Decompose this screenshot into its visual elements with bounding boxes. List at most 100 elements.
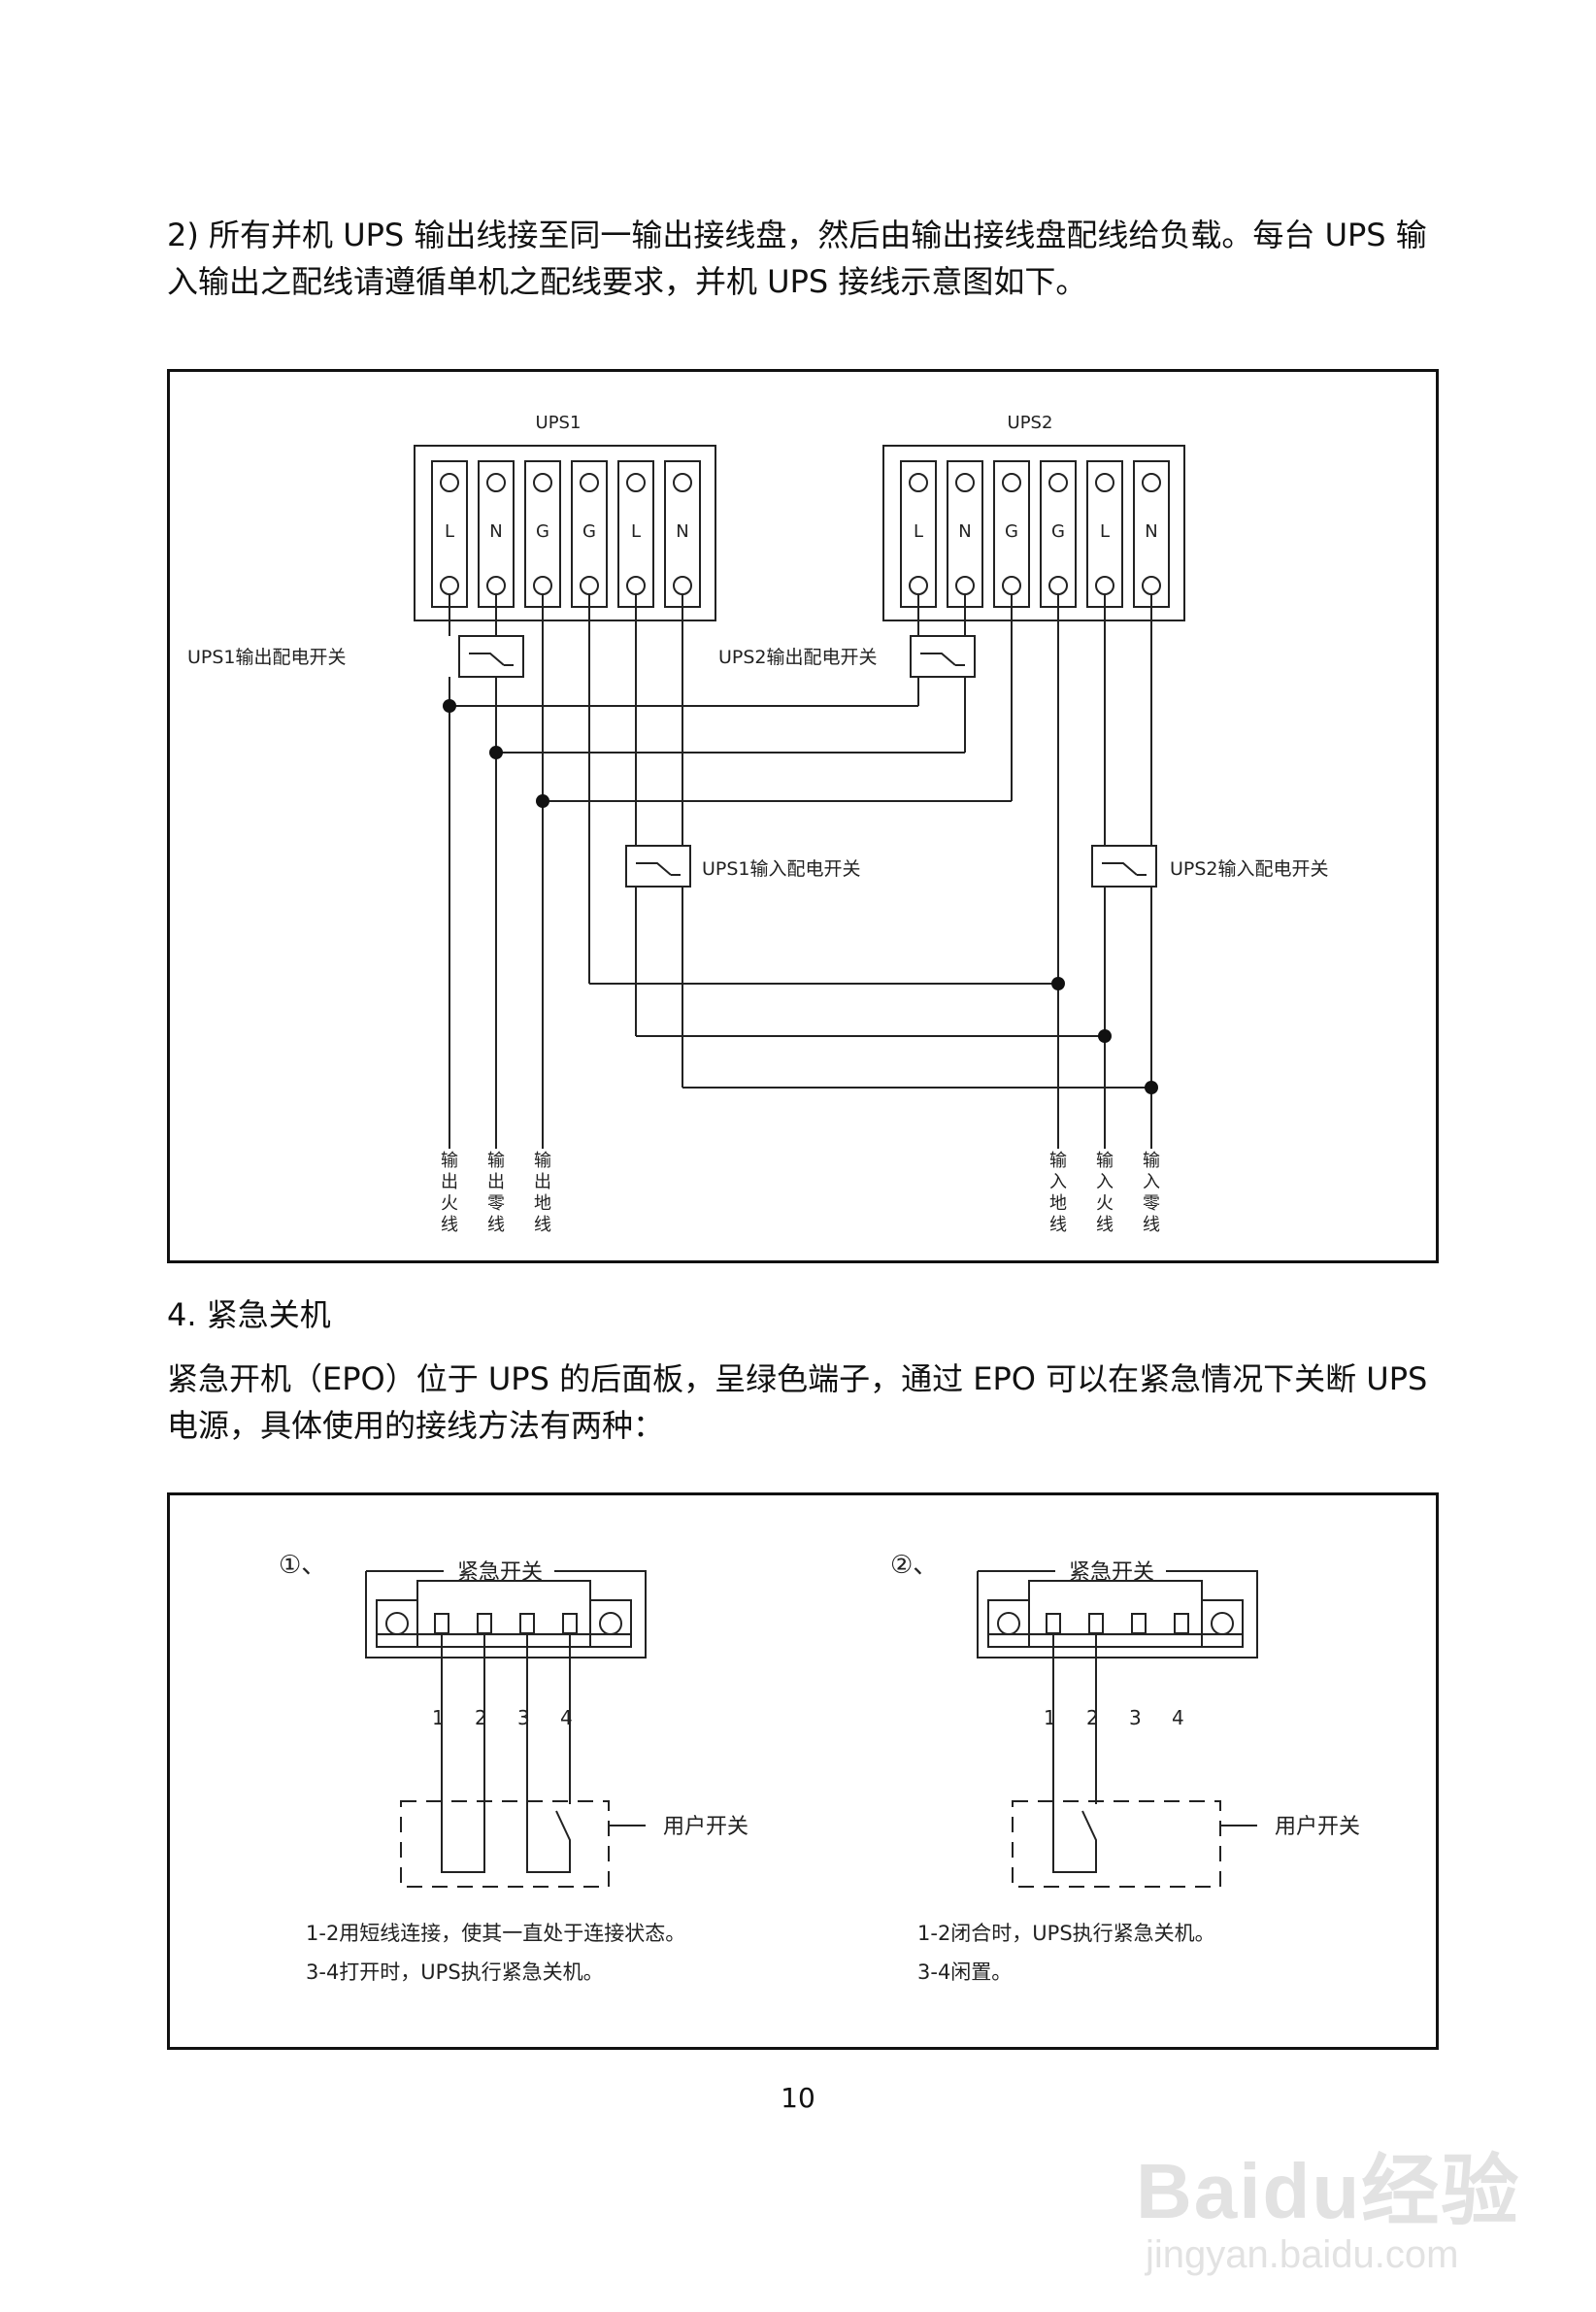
switch-frame (365, 1570, 647, 1659)
ups1-terminal-label: G (582, 521, 596, 542)
junction-dot (1098, 1029, 1112, 1043)
note-line2: 3-4打开时，UPS执行紧急关机。 (306, 1960, 604, 1984)
watermark-url: jingyan.baidu.com (1146, 2233, 1459, 2276)
connector-pin (1131, 1613, 1147, 1634)
connector-ear-left (376, 1599, 418, 1648)
epo-paragraph: 紧急开机（EPO）位于 UPS 的后面板，呈绿色端子，通过 EPO 可以在紧急情… (167, 1360, 1428, 1444)
ups2-terminal-label: N (958, 521, 971, 542)
ups1-input-switch-label: UPS1输入配电开关 (702, 858, 861, 880)
connector-pin (477, 1613, 492, 1634)
terminal-screw (626, 473, 646, 492)
terminal-screw (909, 576, 928, 595)
ups1-terminal-label: N (676, 521, 688, 542)
bottom-wire-label: 输出火线 (441, 1151, 458, 1235)
pin-number: 3 (1129, 1706, 1142, 1729)
connector-pin (434, 1613, 449, 1634)
terminal-screw (1002, 473, 1021, 492)
terminal-screw (1048, 576, 1068, 595)
mount-screw (599, 1612, 622, 1635)
ups1-terminal-block (414, 445, 716, 621)
bottom-wire-label: 输出地线 (534, 1151, 551, 1235)
terminal-screw (1142, 576, 1161, 595)
ups1-terminal-label: N (489, 521, 502, 542)
terminal-screw (909, 473, 928, 492)
note-line1: 1-2闭合时，UPS执行紧急关机。 (917, 1922, 1215, 1945)
ups2-input-switch-label: UPS2输入配电开关 (1170, 858, 1329, 880)
connector-body (416, 1580, 591, 1648)
user-switch-wire (1052, 1633, 1097, 1873)
connector-pin (1046, 1613, 1061, 1634)
junction-dots (443, 699, 1158, 1094)
parallel-wiring-paragraph: 2) 所有并机 UPS 输出线接至同一输出接线盘，然后由输出接线盘配线给负载。每… (167, 217, 1427, 300)
user-switch-label: 用户开关 (1275, 1815, 1360, 1839)
terminal-screw (1142, 473, 1161, 492)
user-switch-label: 用户开关 (663, 1815, 748, 1839)
ups1-output-wires (449, 593, 683, 1149)
ups1-label: UPS1 (536, 413, 582, 433)
ups2-terminal-block (882, 445, 1185, 621)
junction-dot (443, 699, 456, 713)
ups2-wires (917, 593, 1152, 1149)
terminal-screw (580, 473, 599, 492)
terminal-screw (1048, 473, 1068, 492)
terminal-screw (626, 576, 646, 595)
connector-pin (519, 1613, 535, 1634)
junction-dot (536, 794, 549, 808)
ups1-output-switch (458, 635, 524, 678)
terminal-screw (533, 473, 552, 492)
connector-pin (562, 1613, 578, 1634)
ups2-output-switch-label: UPS2输出配电开关 (718, 647, 878, 668)
ups1-output-switch-label: UPS1输出配电开关 (187, 647, 347, 668)
junction-dot (1051, 977, 1065, 990)
terminal-screw (1095, 473, 1114, 492)
connector-body (1028, 1580, 1203, 1648)
bottom-wire-label: 输入零线 (1143, 1151, 1160, 1235)
ups1-terminal-label: G (536, 521, 549, 542)
page-number: 10 (781, 2082, 815, 2114)
connector-ear-left (987, 1599, 1030, 1648)
terminal-screw (486, 576, 506, 595)
ups2-terminal-label: G (1051, 521, 1065, 542)
terminal-screw (580, 576, 599, 595)
option-marker: ①、 (279, 1551, 326, 1580)
terminal-screw (440, 576, 459, 595)
ups2-terminal-label: L (1100, 521, 1110, 542)
ups1-terminal-label: L (631, 521, 641, 542)
bottom-wire-label: 输入地线 (1049, 1151, 1067, 1235)
short-link (441, 1633, 485, 1873)
ups2-terminal-label: L (914, 521, 923, 542)
terminal-screw (1095, 576, 1114, 595)
ups2-input-switch (1091, 845, 1157, 888)
watermark-brand: Baidu经验 (1136, 2148, 1521, 2234)
junction-dot (489, 746, 503, 759)
bottom-wire-label: 输出零线 (487, 1151, 505, 1235)
option-marker: ②、 (890, 1551, 938, 1580)
bottom-wire-label: 输入火线 (1096, 1151, 1114, 1235)
terminal-screw (486, 473, 506, 492)
junction-dot (1145, 1081, 1158, 1094)
terminal-screw (673, 473, 692, 492)
ups2-terminal-label: G (1005, 521, 1018, 542)
connector-ear-right (1201, 1599, 1244, 1648)
ups1-input-switch (625, 845, 691, 888)
user-switch-box (1012, 1800, 1221, 1888)
switch-frame (977, 1570, 1258, 1659)
ups2-output-switch (910, 635, 976, 678)
terminal-screw (955, 576, 975, 595)
section-heading: 4. 紧急关机 (167, 1296, 331, 1333)
user-switch-wire (526, 1633, 571, 1873)
mount-screw (997, 1612, 1020, 1635)
user-switch-box (400, 1800, 610, 1888)
ups2-label: UPS2 (1008, 413, 1053, 433)
baidu-jingyan-watermark: Baidu经验 jingyan.baidu.com (1136, 2088, 1544, 2301)
terminal-screw (673, 576, 692, 595)
terminal-screw (955, 473, 975, 492)
note-line2: 3-4闲置。 (917, 1960, 1012, 1984)
connector-pin (1088, 1613, 1104, 1634)
mount-screw (385, 1612, 409, 1635)
terminal-screw (533, 576, 552, 595)
connector-pin (1174, 1613, 1189, 1634)
connector-ear-right (589, 1599, 632, 1648)
